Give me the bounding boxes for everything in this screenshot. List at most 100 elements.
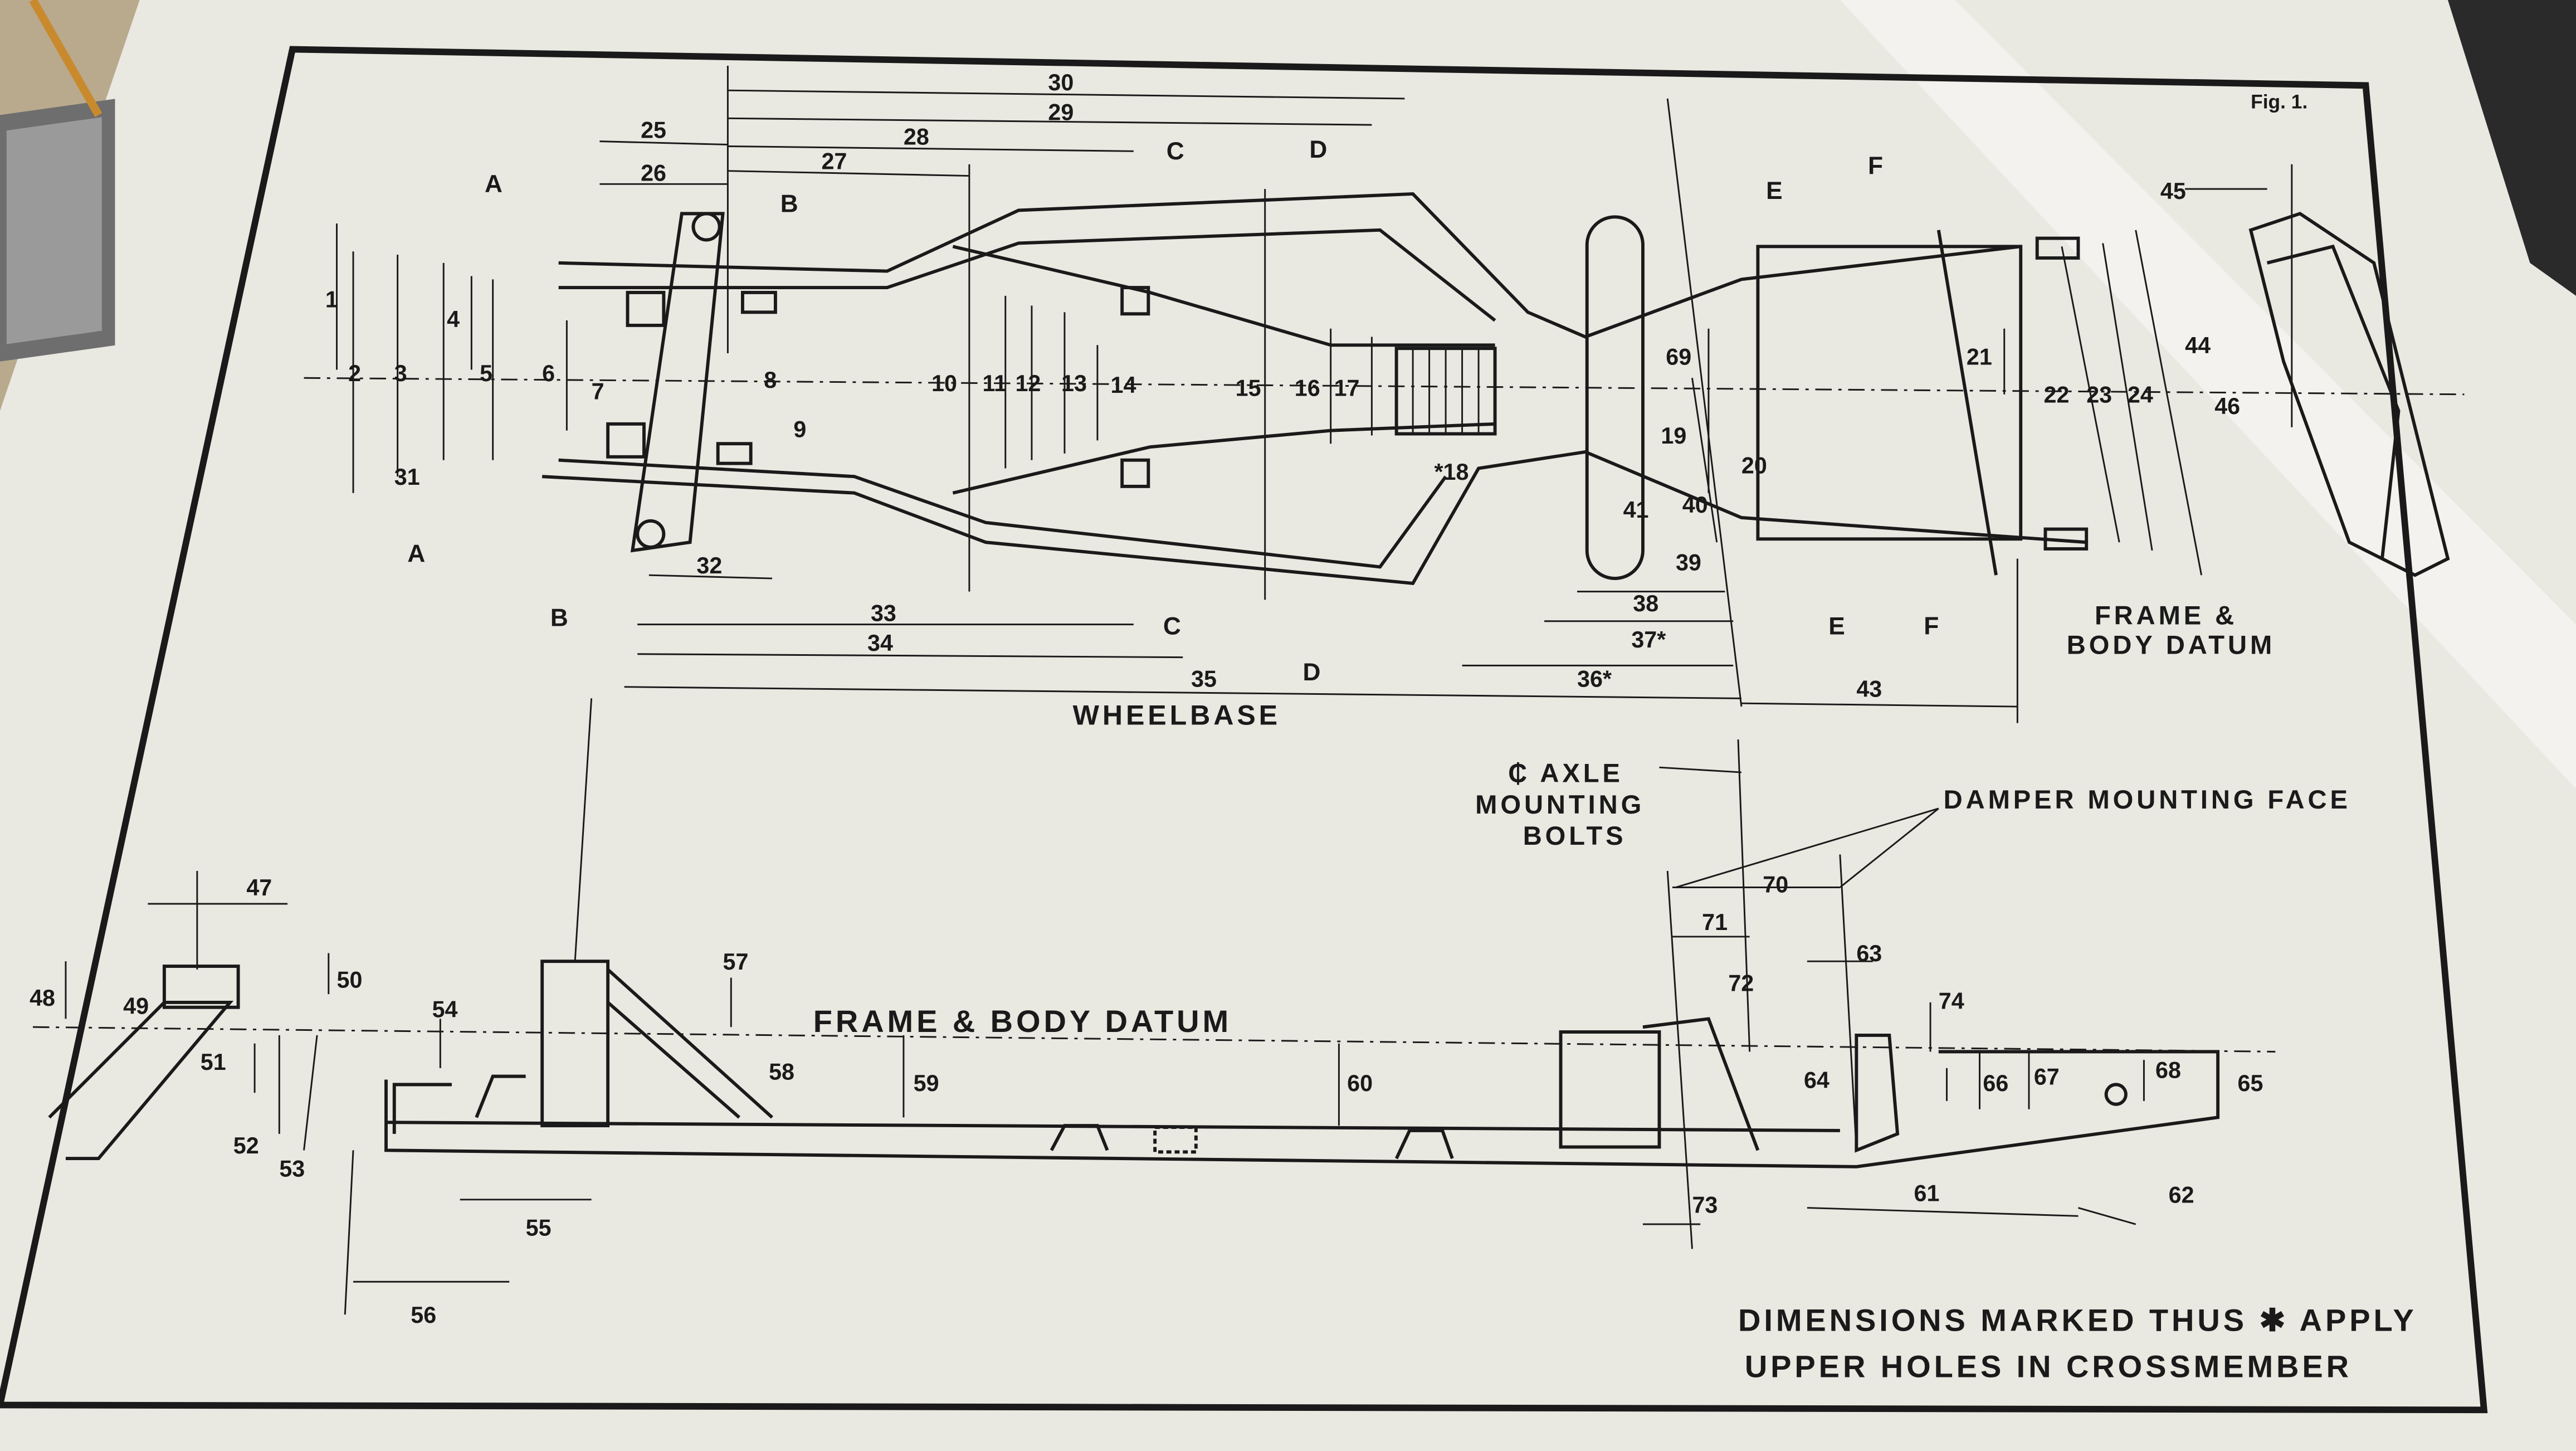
dim-74: 74 bbox=[1939, 989, 1964, 1014]
dim-49: 49 bbox=[123, 994, 149, 1019]
axle-label-3: BOLTS bbox=[1523, 821, 1627, 850]
dim-1: 1 bbox=[325, 286, 338, 312]
dim-70: 70 bbox=[1763, 871, 1788, 897]
side-datum-line bbox=[32, 1026, 2276, 1053]
dim-56: 56 bbox=[411, 1302, 436, 1328]
dim-40: 40 bbox=[1682, 492, 1708, 518]
dim-50: 50 bbox=[337, 967, 363, 992]
point-a-top: A bbox=[485, 171, 502, 198]
dim-17: 17 bbox=[1334, 376, 1360, 401]
dim-65: 65 bbox=[2238, 1070, 2263, 1096]
dim-66: 66 bbox=[1983, 1070, 2008, 1096]
dim-62: 62 bbox=[2169, 1182, 2194, 1208]
dim-54: 54 bbox=[432, 996, 458, 1022]
perforated-tray bbox=[0, 99, 115, 362]
damper-mounting-face-label: DAMPER MOUNTING FACE bbox=[1944, 785, 2351, 814]
dim-63: 63 bbox=[1856, 941, 1882, 966]
dim-34: 34 bbox=[867, 630, 893, 656]
dim-26: 26 bbox=[641, 160, 666, 186]
axle-label-2: MOUNTING bbox=[1475, 790, 1645, 819]
dim-67: 67 bbox=[2034, 1064, 2060, 1089]
axle-label-1: ₵ AXLE bbox=[1508, 758, 1623, 788]
dim-27: 27 bbox=[821, 149, 847, 174]
dim-16: 16 bbox=[1295, 376, 1320, 401]
figure-label: Fig. 1. bbox=[2251, 91, 2307, 113]
frame-body-datum-label-2: BODY DATUM bbox=[2067, 630, 2275, 660]
dim-24: 24 bbox=[2128, 382, 2153, 408]
dim-45: 45 bbox=[2160, 178, 2186, 204]
footnote-line-2: UPPER HOLES IN CROSSMEMBER bbox=[1745, 1348, 2352, 1384]
dim-2: 2 bbox=[348, 361, 361, 386]
dim-32: 32 bbox=[696, 553, 722, 578]
side-dimension-lines bbox=[65, 698, 2219, 1315]
dim-60: 60 bbox=[1347, 1070, 1373, 1096]
side-view bbox=[32, 960, 2276, 1168]
dim-31: 31 bbox=[394, 464, 420, 490]
dim-64: 64 bbox=[1804, 1067, 1829, 1093]
mount-hole-b-bottom bbox=[636, 519, 666, 549]
side-frame-body-datum-label: FRAME & BODY DATUM bbox=[813, 1004, 1232, 1039]
dim-57: 57 bbox=[723, 949, 749, 975]
dim-14: 14 bbox=[1111, 372, 1136, 398]
dim-44: 44 bbox=[2185, 333, 2211, 358]
wheelbase-label: WHEELBASE bbox=[1073, 700, 1281, 731]
end-view-part bbox=[2248, 212, 2450, 577]
side-member bbox=[384, 1050, 2220, 1168]
dim-53: 53 bbox=[279, 1156, 305, 1182]
lower-rail-inner bbox=[558, 458, 1447, 569]
dim-55: 55 bbox=[526, 1215, 552, 1241]
dim-52: 52 bbox=[233, 1133, 259, 1158]
dim-71: 71 bbox=[1702, 909, 1728, 935]
dim-68: 68 bbox=[2155, 1058, 2181, 1083]
rear-crossmember bbox=[1585, 215, 1645, 581]
point-b-bottom: B bbox=[550, 605, 568, 632]
dim-59: 59 bbox=[914, 1070, 939, 1096]
point-f-bottom: F bbox=[1924, 612, 1939, 640]
point-d-top: D bbox=[1309, 136, 1327, 163]
dim-47: 47 bbox=[246, 875, 272, 900]
dim-28: 28 bbox=[904, 124, 929, 150]
dim-9: 9 bbox=[793, 416, 806, 442]
dim-22: 22 bbox=[2044, 382, 2070, 408]
dim-5: 5 bbox=[480, 361, 492, 386]
dim-8: 8 bbox=[764, 367, 777, 393]
right-object bbox=[2447, 0, 2576, 296]
dim-6: 6 bbox=[542, 361, 555, 386]
dim-3: 3 bbox=[394, 361, 407, 386]
dim-25: 25 bbox=[641, 118, 666, 143]
light-reflection bbox=[1840, 0, 2576, 789]
dim-19: 19 bbox=[1661, 423, 1686, 449]
rear-box-section bbox=[1559, 1030, 1661, 1149]
dim-48: 48 bbox=[30, 985, 55, 1011]
dim-13: 13 bbox=[1061, 371, 1087, 396]
dim-15: 15 bbox=[1236, 376, 1261, 401]
dim-23: 23 bbox=[2086, 382, 2112, 408]
mount-hole-b-top bbox=[691, 212, 721, 242]
point-c-bottom: C bbox=[1163, 612, 1181, 640]
dim-46: 46 bbox=[2214, 393, 2240, 419]
dim-30: 30 bbox=[1048, 70, 1074, 95]
left-bracket-detail bbox=[48, 1000, 234, 1161]
x-member-upper bbox=[952, 245, 1495, 347]
dim-11: 11 bbox=[982, 371, 1007, 396]
dim-35: 35 bbox=[1191, 666, 1217, 692]
point-a-bottom: A bbox=[407, 541, 425, 568]
dim-72: 72 bbox=[1728, 970, 1754, 996]
point-f-top: F bbox=[1868, 153, 1883, 180]
dim-38: 38 bbox=[1633, 591, 1658, 616]
dim-33: 33 bbox=[871, 601, 896, 626]
dim-37: 37* bbox=[1631, 627, 1666, 653]
dim-36: 36* bbox=[1577, 666, 1612, 692]
footnote-line-1: DIMENSIONS MARKED THUS ✱ APPLY bbox=[1738, 1303, 2417, 1338]
dim-61: 61 bbox=[1914, 1181, 1940, 1206]
upper-rail-inner bbox=[558, 228, 1496, 322]
dim-39: 39 bbox=[1676, 549, 1701, 575]
dim-58: 58 bbox=[769, 1059, 794, 1085]
plan-view bbox=[304, 192, 2465, 586]
dim-51: 51 bbox=[201, 1049, 226, 1075]
dim-7: 7 bbox=[592, 379, 604, 405]
dim-12: 12 bbox=[1015, 371, 1041, 396]
rear-frame bbox=[1756, 245, 2023, 541]
dim-73: 73 bbox=[1692, 1192, 1718, 1218]
